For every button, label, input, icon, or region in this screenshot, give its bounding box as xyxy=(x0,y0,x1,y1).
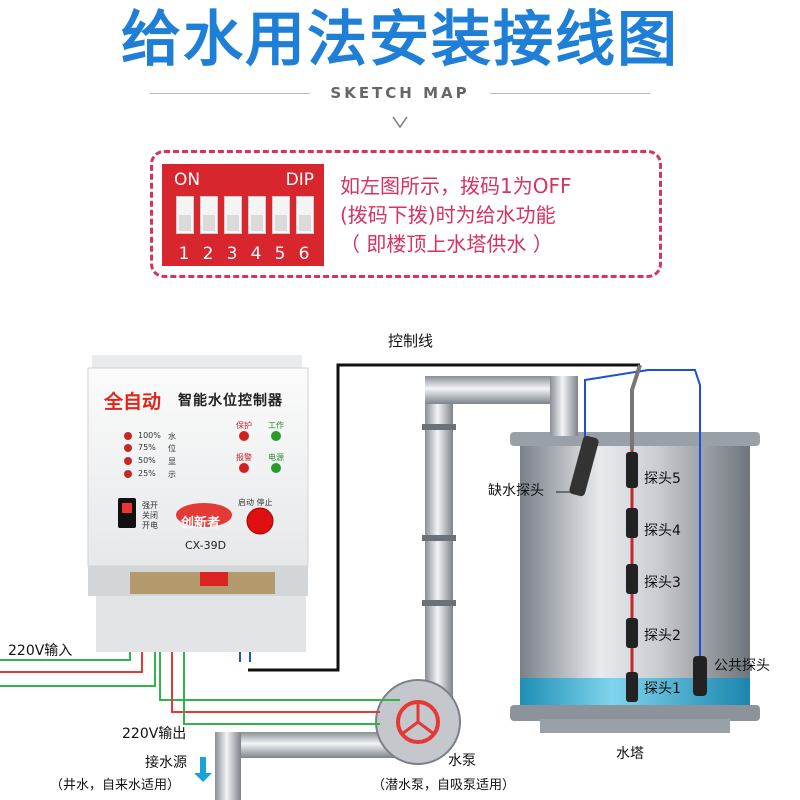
controller-bottom xyxy=(96,596,306,652)
dip-switch-5 xyxy=(272,196,290,234)
probe-5 xyxy=(626,452,638,488)
page-title: 给水用法安装接线图 xyxy=(121,5,679,75)
brand-logo xyxy=(176,503,232,527)
mode-label: 关闭 xyxy=(142,511,158,520)
tower-rim-bottom xyxy=(510,705,760,721)
dip-switch-2 xyxy=(200,196,218,234)
level-label: 100% xyxy=(138,431,161,440)
controller-product-name: 智能水位控制器 xyxy=(178,393,283,409)
probe-cable xyxy=(630,364,642,450)
instruction-box xyxy=(150,150,662,278)
probe-3 xyxy=(626,564,638,594)
pump-wheel-icon xyxy=(396,700,440,744)
probe-2 xyxy=(626,618,638,648)
dip-number: 4 xyxy=(250,244,262,264)
dip-number: 2 xyxy=(202,244,214,264)
control-wire-label: 控制线 xyxy=(388,332,434,350)
probe-label: 探头1 xyxy=(644,681,681,697)
level-side-char: 示 xyxy=(168,470,176,479)
common-probe xyxy=(693,656,707,696)
instruction-line: (拨码下拨)时为给水功能 xyxy=(340,203,556,227)
pipe-down-into-tank xyxy=(550,376,578,436)
dip-switch-image: ON DIP 1 2 3 4 5 6 xyxy=(162,164,324,266)
pipe-clamp xyxy=(422,424,456,430)
common-probe-label: 公共探头 xyxy=(714,658,770,674)
tower-label: 水塔 xyxy=(616,746,644,762)
indicator-label: 工作 xyxy=(268,421,284,430)
page-subtitle: SKETCH MAP xyxy=(330,84,470,102)
probe-label: 探头4 xyxy=(644,523,681,539)
power-output-label: 220V输出 xyxy=(122,726,187,742)
instruction-line: （ 即楼顶上水塔供水 ） xyxy=(340,232,553,256)
probe-label: 探头5 xyxy=(644,471,681,487)
subtitle-rule-right xyxy=(490,93,650,94)
control-wire xyxy=(248,363,640,672)
dip-number: 1 xyxy=(178,244,190,264)
dip-on-label: ON xyxy=(174,170,201,190)
probe-label: 探头2 xyxy=(644,628,681,644)
pump-note: （潜水泵，自吸泵适用） xyxy=(372,778,516,793)
controller-model: CX-39D xyxy=(185,539,227,552)
shortage-probe-label: 缺水探头 xyxy=(488,483,544,499)
water-source-note: （井水，自来水适用） xyxy=(50,778,181,793)
level-label: 25% xyxy=(138,469,156,478)
controller-logo-text: 创新者 xyxy=(181,516,221,531)
mode-label: 开电 xyxy=(142,521,158,530)
mode-label: 强开 xyxy=(142,501,158,510)
dip-switch-6 xyxy=(296,196,314,234)
dip-number: 6 xyxy=(298,244,310,264)
instruction-text: 如左图所示，拨码1为OFF (拨码下拨)时为给水功能 （ 即楼顶上水塔供水 ） xyxy=(340,172,660,259)
level-side-char: 显 xyxy=(168,457,176,466)
common-probe-wire xyxy=(584,369,701,660)
arrow-down-icon xyxy=(194,757,212,782)
level-label: 50% xyxy=(138,456,156,465)
button-label: 启动 停止 xyxy=(238,498,273,507)
probe-label: 探头3 xyxy=(644,575,681,591)
instruction-line: 如左图所示，拨码1为OFF xyxy=(340,174,572,198)
subtitle-rule-left xyxy=(150,93,310,94)
water-source-label: 接水源 xyxy=(145,755,187,771)
indicator-label: 电源 xyxy=(268,453,284,462)
dip-number: 3 xyxy=(226,244,238,264)
tower-base xyxy=(540,719,730,733)
level-side-char: 位 xyxy=(168,444,176,453)
indicator-label: 保护 xyxy=(236,421,252,430)
controller-brand-title: 全自动 xyxy=(104,391,162,413)
shortage-probe xyxy=(569,435,599,497)
dip-switch-3 xyxy=(224,196,242,234)
pipe-clamp xyxy=(422,600,456,606)
tower-rim-top xyxy=(510,432,760,446)
dip-dip-label: DIP xyxy=(285,170,314,190)
pipe-source xyxy=(215,732,241,800)
dip-switch-1 xyxy=(176,196,194,234)
chevron-down-icon xyxy=(392,116,408,129)
pipe-clamp xyxy=(422,535,456,541)
level-side-char: 水 xyxy=(168,432,176,441)
indicator-label: 报警 xyxy=(236,453,252,462)
pump-label: 水泵 xyxy=(448,753,476,769)
probe-1 xyxy=(626,672,638,702)
probe-4 xyxy=(626,508,638,538)
dip-number: 5 xyxy=(274,244,286,264)
start-stop-button xyxy=(246,507,274,535)
dip-switch-small xyxy=(200,572,228,586)
power-input-label: 220V输入 xyxy=(8,643,73,659)
dip-switch-4 xyxy=(248,196,266,234)
level-label: 75% xyxy=(138,443,156,452)
